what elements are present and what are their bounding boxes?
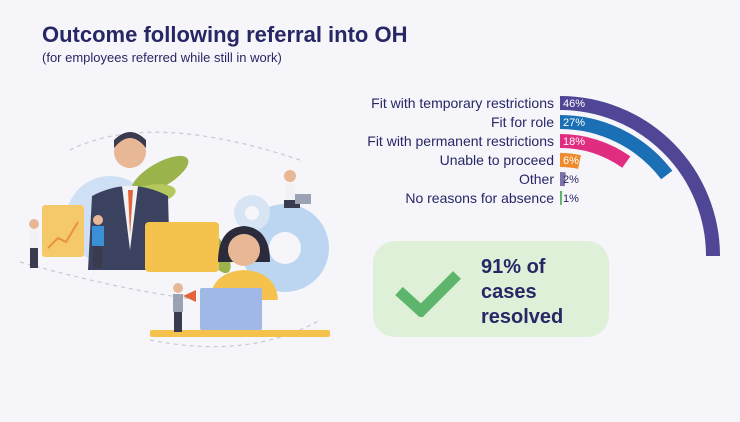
value-label: 18%	[563, 136, 585, 148]
callout-line-1: 91% of	[481, 256, 546, 278]
resolved-callout: 91% of cases resolved	[373, 241, 609, 337]
category-label: Unable to proceed	[440, 152, 554, 168]
laptop-icon	[145, 222, 219, 272]
category-label: Fit with temporary restrictions	[371, 95, 554, 111]
value-label: 6%	[563, 155, 579, 167]
category-label: Fit with permanent restrictions	[367, 133, 554, 149]
desk-icon	[150, 330, 330, 337]
office-illustration	[19, 131, 330, 348]
page-subtitle: (for employees referred while still in w…	[42, 50, 282, 65]
page-title: Outcome following referral into OH	[42, 22, 408, 47]
person-figure	[173, 283, 196, 332]
bar-fit-for-role	[559, 115, 673, 180]
category-label: Other	[519, 171, 554, 187]
person-figure	[284, 170, 311, 208]
value-label: 2%	[563, 174, 579, 186]
value-label: 46%	[563, 98, 585, 110]
leaf-icon	[131, 155, 189, 195]
value-label: 1%	[563, 193, 579, 205]
category-label: Fit for role	[491, 114, 554, 130]
callout-text: 91% of cases resolved	[481, 255, 601, 330]
category-label: No reasons for absence	[405, 190, 554, 206]
check-icon	[395, 271, 461, 317]
person-figure	[29, 219, 39, 268]
bar-fit-with-temporary-restrictions	[559, 96, 720, 257]
bar-unable-to-proceed	[559, 153, 581, 169]
callout-line-2: cases	[481, 281, 537, 303]
person-figure	[92, 215, 104, 268]
bar-fit-with-permanent-restrictions	[559, 134, 631, 168]
gear-icon	[234, 195, 270, 231]
callout-line-3: resolved	[481, 306, 564, 328]
value-label: 27%	[563, 117, 585, 129]
laptop-icon	[200, 288, 262, 330]
